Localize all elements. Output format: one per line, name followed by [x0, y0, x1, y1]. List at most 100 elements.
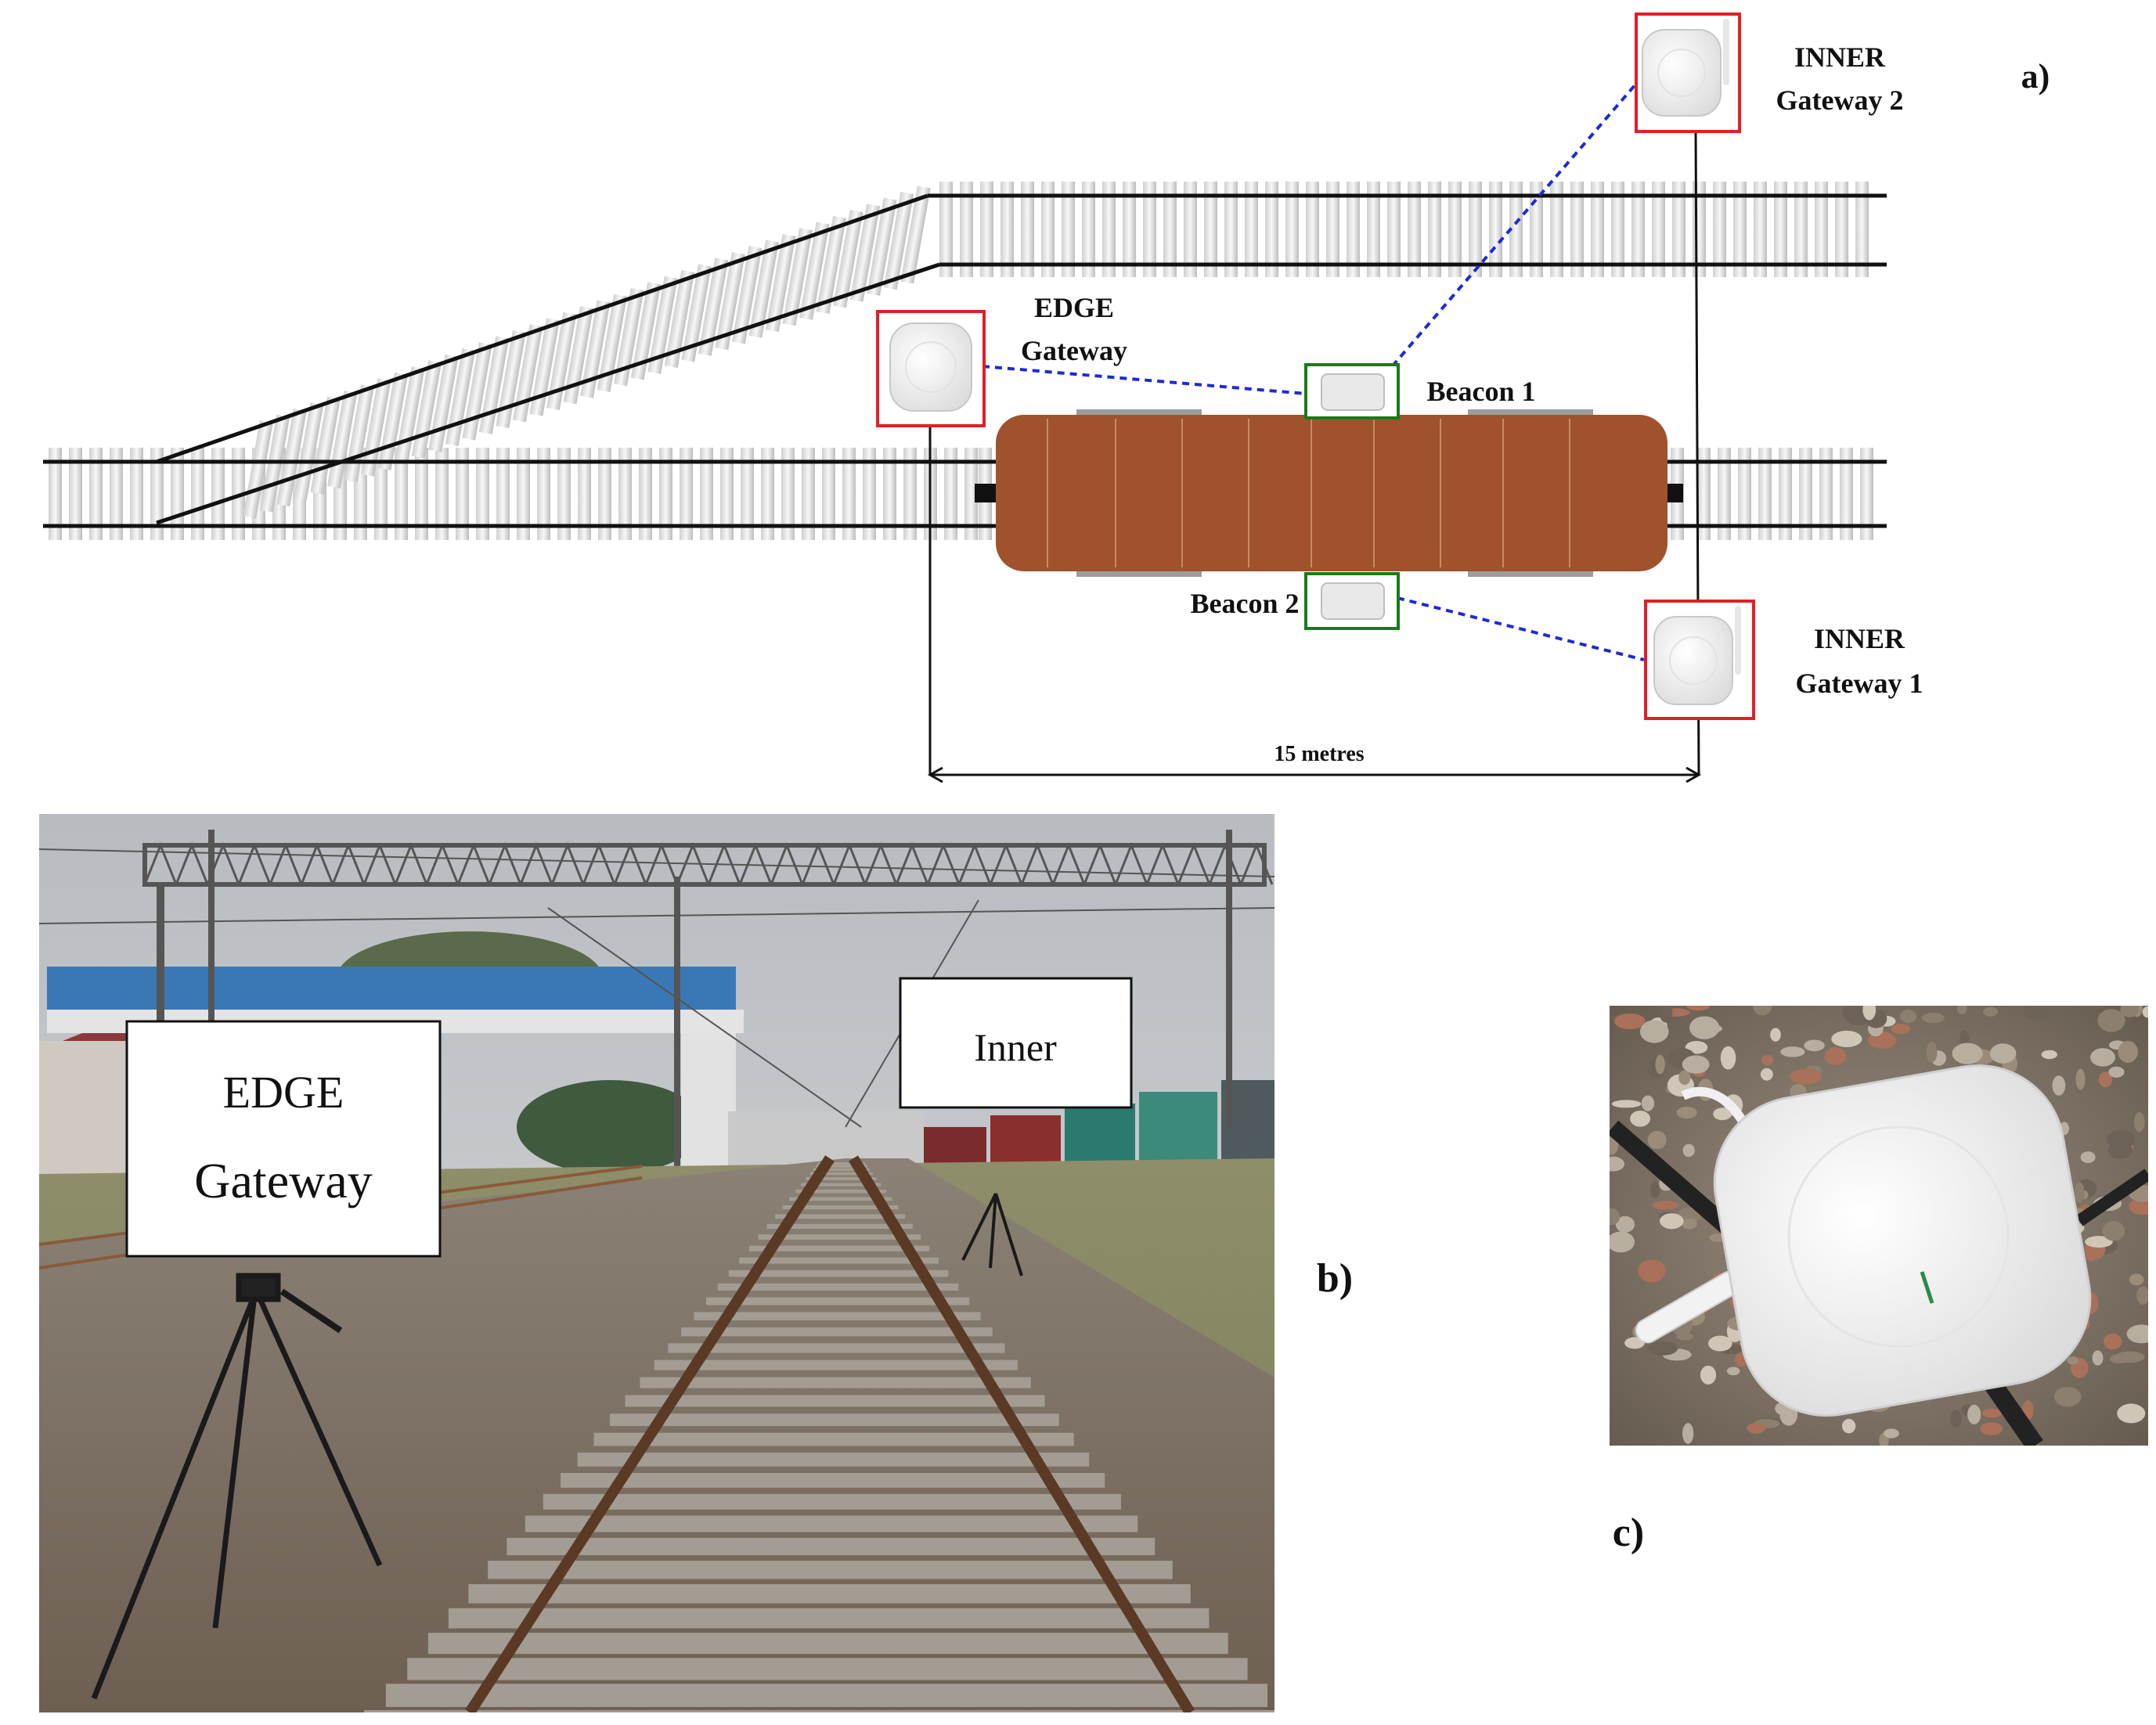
gravel-stone: [2120, 1006, 2140, 1017]
edge-gateway-title: EDGE: [1034, 292, 1114, 323]
sleeper: [625, 1395, 1045, 1407]
panel-c-photo: c): [1610, 1006, 2148, 1555]
inner-gateway-2: INNER Gateway 2: [1635, 13, 1903, 133]
sleeper: [758, 1234, 921, 1240]
gravel-stone: [1678, 1207, 1702, 1224]
gravel-stone: [1824, 1047, 1847, 1066]
gravel-stone: [1981, 1408, 2003, 1418]
sleeper: [731, 246, 763, 344]
sleeper: [900, 185, 931, 284]
sleeper: [69, 448, 82, 540]
sleeper: [1062, 182, 1075, 277]
sleeper: [849, 203, 881, 302]
gravel-stone: [1883, 1428, 1899, 1439]
sleeper: [782, 228, 813, 326]
sleeper: [766, 1223, 913, 1230]
sleeper: [647, 275, 678, 374]
sleeper: [1840, 448, 1853, 540]
sleeper: [1448, 182, 1462, 277]
gravel-stone: [1693, 1023, 1723, 1034]
footbridge-pillar: [681, 1033, 736, 1182]
sleeper: [705, 1297, 970, 1305]
sleeper: [700, 448, 713, 540]
beacon-1-label: Beacon 1: [1427, 376, 1536, 407]
sleeper: [110, 448, 123, 540]
gravel-stone: [1709, 1233, 1726, 1242]
gravel-stone: [1682, 1423, 1694, 1444]
sleeper: [1591, 182, 1604, 277]
gravel-stone: [1804, 1039, 1825, 1052]
sleeper: [883, 448, 896, 540]
gravel-stone: [1648, 1341, 1678, 1356]
sleeper: [456, 448, 469, 540]
gravel-stone: [1649, 1181, 1660, 1199]
gravel-stone: [1952, 1043, 1983, 1064]
sleeper: [364, 1710, 1274, 1712]
sleeper: [1794, 182, 1808, 277]
gravel-stone: [1610, 1156, 1625, 1172]
sleeper: [89, 448, 103, 540]
gravel-stone: [1831, 1030, 1862, 1047]
gravel-stone: [2075, 1068, 2086, 1090]
sleeper: [833, 210, 863, 308]
distance-label: 15 metres: [1274, 742, 1364, 766]
gravel-stone: [1610, 1208, 1621, 1226]
gravel-stone: [2053, 1386, 2082, 1407]
sleeper: [543, 1493, 1121, 1510]
sleeper: [598, 448, 611, 540]
sleeper: [630, 282, 662, 380]
gravel-stone: [2129, 1273, 2144, 1286]
gravel-stone: [1746, 1423, 1766, 1434]
sleeper: [561, 1472, 1105, 1488]
gravel-stone: [1686, 1006, 1710, 1011]
sleeper: [668, 1343, 1005, 1353]
gravel-stone: [1790, 1068, 1822, 1085]
sleeper: [1041, 182, 1055, 277]
sleeper: [374, 448, 388, 540]
gravel-stone: [1967, 1404, 1981, 1424]
sleeper: [801, 1183, 882, 1187]
sleeper: [496, 448, 510, 540]
sleeper: [1631, 182, 1645, 277]
gravel-stone: [2108, 1066, 2125, 1078]
sleeper: [1855, 182, 1869, 277]
sleeper: [654, 1359, 1018, 1370]
gravel-stone: [1926, 1042, 1938, 1063]
sleeper: [766, 233, 796, 332]
gravel-stone: [1983, 1007, 1998, 1017]
sleeper: [781, 448, 795, 540]
sleeper: [1509, 182, 1523, 277]
panel-c-label: c): [1613, 1511, 1644, 1555]
beacon-device-icon: [1321, 582, 1385, 620]
sleeper: [1204, 182, 1217, 277]
sleeper: [1367, 182, 1380, 277]
wagon-bogie: [1076, 409, 1202, 417]
sleeper: [664, 270, 695, 369]
sleeper: [1697, 448, 1711, 540]
gravel-stone: [1842, 1006, 1853, 1020]
sleeper: [980, 182, 993, 277]
sleeper: [517, 448, 530, 540]
sleeper: [1758, 448, 1772, 540]
sleeper: [407, 1658, 1248, 1680]
sleeper: [395, 448, 408, 540]
sleeper: [728, 1269, 949, 1277]
gravel-stone: [2126, 1324, 2148, 1344]
sleeper: [939, 182, 953, 277]
dimension-arrow-right: [1686, 766, 1702, 783]
gravel-stone: [1780, 1046, 1805, 1057]
sleeper: [529, 318, 560, 416]
sleeper: [462, 342, 492, 441]
gateway-device-icon: [889, 322, 972, 412]
sleeper: [816, 215, 846, 314]
sleeper: [1815, 182, 1828, 277]
device-ring: [1669, 636, 1718, 685]
sleeper: [640, 1377, 1031, 1388]
gravel-stone: [1660, 1213, 1684, 1230]
sleeper: [1163, 182, 1177, 277]
footbridge-railing: [47, 967, 736, 1010]
gravel-stone: [1761, 1054, 1774, 1066]
sleeper: [1285, 182, 1299, 277]
sleeper: [468, 1584, 1191, 1604]
sleeper: [428, 354, 459, 452]
